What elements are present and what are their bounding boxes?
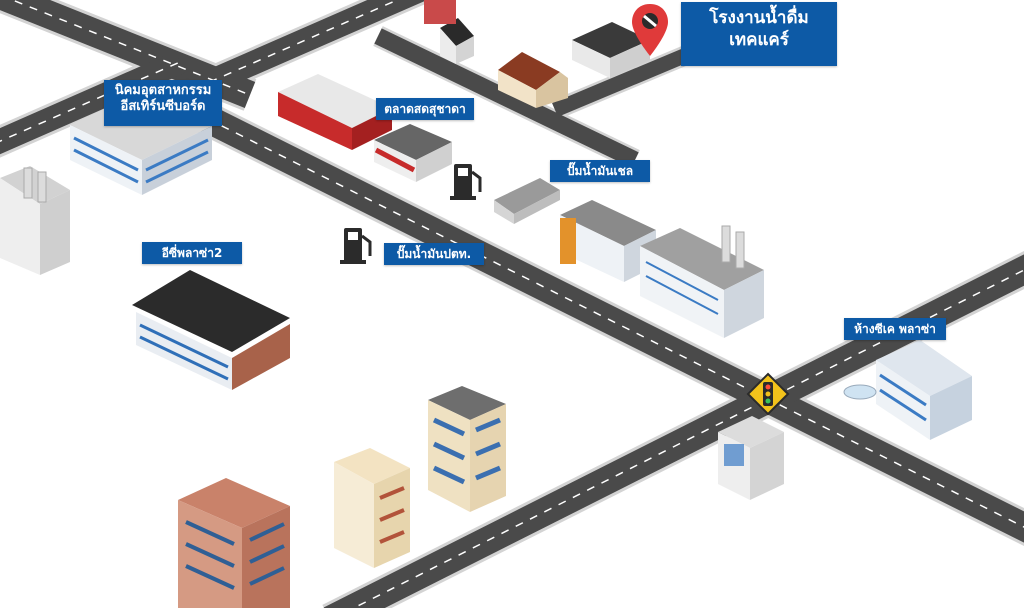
tk-plaza-label: ห้างซีเค พลาซ่า bbox=[844, 318, 946, 340]
market-label: ตลาดสดสุชาดา bbox=[376, 98, 474, 120]
large-factory-building bbox=[640, 225, 764, 338]
shell-station-building bbox=[494, 178, 560, 224]
cream-tower bbox=[428, 386, 506, 512]
industrial-estate-label-line-2: อีสเทิร์นซีบอร์ด bbox=[120, 99, 206, 114]
tk-plaza-label-text: ห้างซีเค พลาซ่า bbox=[854, 322, 936, 336]
house bbox=[424, 0, 474, 64]
factory-label-line-1: โรงงานน้ำดื่ม bbox=[709, 8, 809, 28]
factory-label: โรงงานน้ำดื่ม เทคแคร์ bbox=[681, 2, 837, 66]
factory-building bbox=[572, 22, 650, 78]
industrial-estate-label-line-1: นิคมอุตสาหกรรม bbox=[114, 83, 212, 98]
traffic-light-icon bbox=[746, 372, 790, 416]
shell-station-label: ปั๊มน้ำมันเชล bbox=[550, 160, 650, 182]
map-pin-icon bbox=[632, 4, 668, 56]
shell-station-label-text: ปั๊มน้ำมันเชล bbox=[566, 164, 634, 178]
left-factory bbox=[0, 166, 70, 275]
ec-plaza-label-text: อีซี่พลาซ่า2 bbox=[161, 246, 223, 260]
ptt-station-label: ปั๊มน้ำมันปตท. bbox=[384, 243, 484, 265]
ck-plaza-building bbox=[843, 340, 972, 440]
fuel-pump-icon bbox=[450, 164, 482, 200]
ec-plaza-label: อีซี่พลาซ่า2 bbox=[142, 242, 242, 264]
fuel-pump-icon bbox=[340, 228, 372, 264]
industrial-estate-label: นิคมอุตสาหกรรม อีสเทิร์นซีบอร์ด bbox=[104, 80, 222, 126]
factory-label-line-2: เทคแคร์ bbox=[729, 30, 789, 50]
corner-building bbox=[718, 416, 784, 500]
brick-tower bbox=[178, 478, 290, 608]
house bbox=[498, 52, 568, 108]
beige-tower bbox=[334, 448, 410, 568]
market-label-text: ตลาดสดสุชาดา bbox=[384, 102, 466, 116]
ptt-station-label-text: ปั๊มน้ำมันปตท. bbox=[396, 247, 472, 261]
market-building bbox=[278, 74, 452, 182]
ec-plaza-building bbox=[132, 270, 290, 390]
